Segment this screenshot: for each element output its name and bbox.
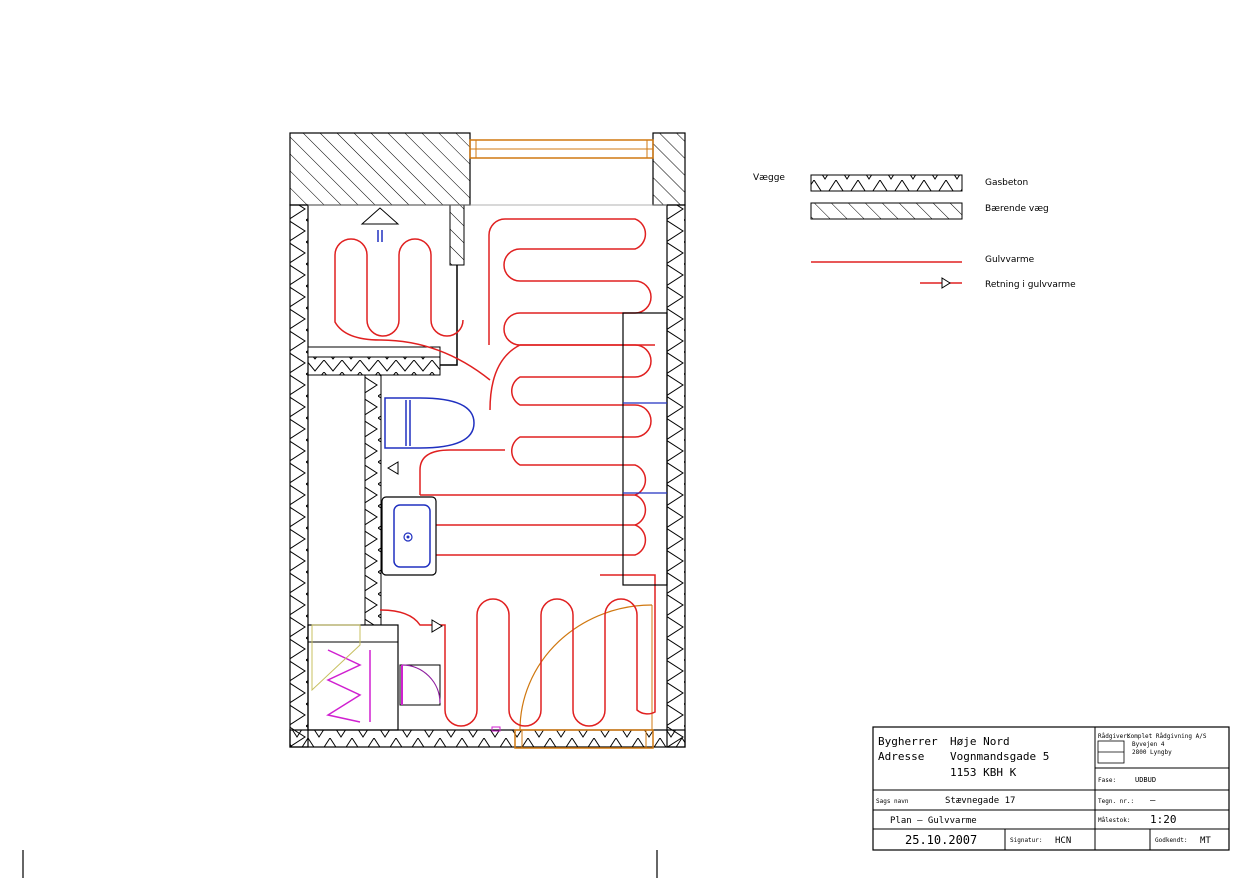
heating-bottom [379,574,656,727]
heating-shower-return [334,255,491,381]
wall-bottom [289,729,686,748]
plan-title: Plan – Gulvvarme [890,816,977,826]
wall-right [666,204,686,748]
heating-shower [334,238,464,337]
heating-right [420,344,652,496]
shower-glass [440,265,458,366]
wall-internal-horizontal [307,356,441,376]
drawing-no-value: — [1150,796,1156,806]
wall-stub [449,204,465,266]
consultant-street: Byvejen 4 [1132,741,1165,748]
case-value: Stævnegade 17 [945,796,1015,806]
legend-direction: Retning i gulvvarme [985,280,1076,290]
checked-value: MT [1200,836,1211,846]
client-label: Bygherrer [878,735,938,748]
consultant-label: Rådgiver: [1098,733,1131,740]
date-value: 25.10.2007 [905,833,977,847]
scale-value: 1:20 [1150,813,1177,826]
wall-top-left [289,132,471,206]
legend-concrete: Gasbeton [985,178,1028,188]
address-line1: Vognmandsgade 5 [950,750,1049,763]
address-line2: 1153 KBH K [950,766,1017,779]
wall-internal-vertical [364,374,382,626]
fixtures [360,207,668,586]
door-swing [519,604,653,731]
walls [289,132,686,748]
wall-top-right [652,132,686,206]
basin-icon [393,504,431,568]
title-block: Bygherrer Høje Nord Adresse Vognmandsgad… [872,726,1230,851]
consultant-city: 2800 Lyngby [1132,749,1172,756]
washer-icon [326,649,362,723]
toilet-icon [384,397,475,449]
direction-arrow-1 [387,461,399,475]
legend-floor-heating: Gulvvarme [985,255,1035,265]
legend-swatch-load-bearing [810,202,963,220]
legend-swatch-concrete [810,174,963,192]
floor-heating [334,218,656,727]
windows-doors [469,139,654,749]
client-value: Høje Nord [950,735,1010,748]
drawing-no-label: Tegn. nr.: [1098,798,1134,805]
case-label: Sags navn [876,798,909,805]
consultant-name: Komplet Rådgivning A/S [1127,733,1207,740]
door-bottom [514,729,654,749]
address-label: Adresse [878,750,924,763]
direction-arrow-2 [431,619,443,633]
legend-load-bearing: Bærende væg [985,204,1049,214]
checked-label: Godkendt: [1155,837,1188,844]
wall-shower-partition [307,346,441,358]
legend-direction-arrow [941,277,951,289]
signature-label: Signatur: [1010,837,1043,844]
wall-left [289,204,309,748]
shower-head-icon [360,207,400,225]
cabinet-right [622,312,668,586]
heating-basin [419,449,647,556]
heating-main [488,218,655,411]
legend: Vægge Gasbeton Bærende væg Gulvvarme Ret… [753,173,1076,290]
signature-value: HCN [1055,836,1071,846]
scale-label: Målestok: [1098,817,1131,824]
washing-machine-area [307,624,501,732]
legend-heading: Vægge [753,173,785,183]
phase-label: Fase: [1098,777,1116,784]
phase-value: UDBUD [1135,776,1156,784]
